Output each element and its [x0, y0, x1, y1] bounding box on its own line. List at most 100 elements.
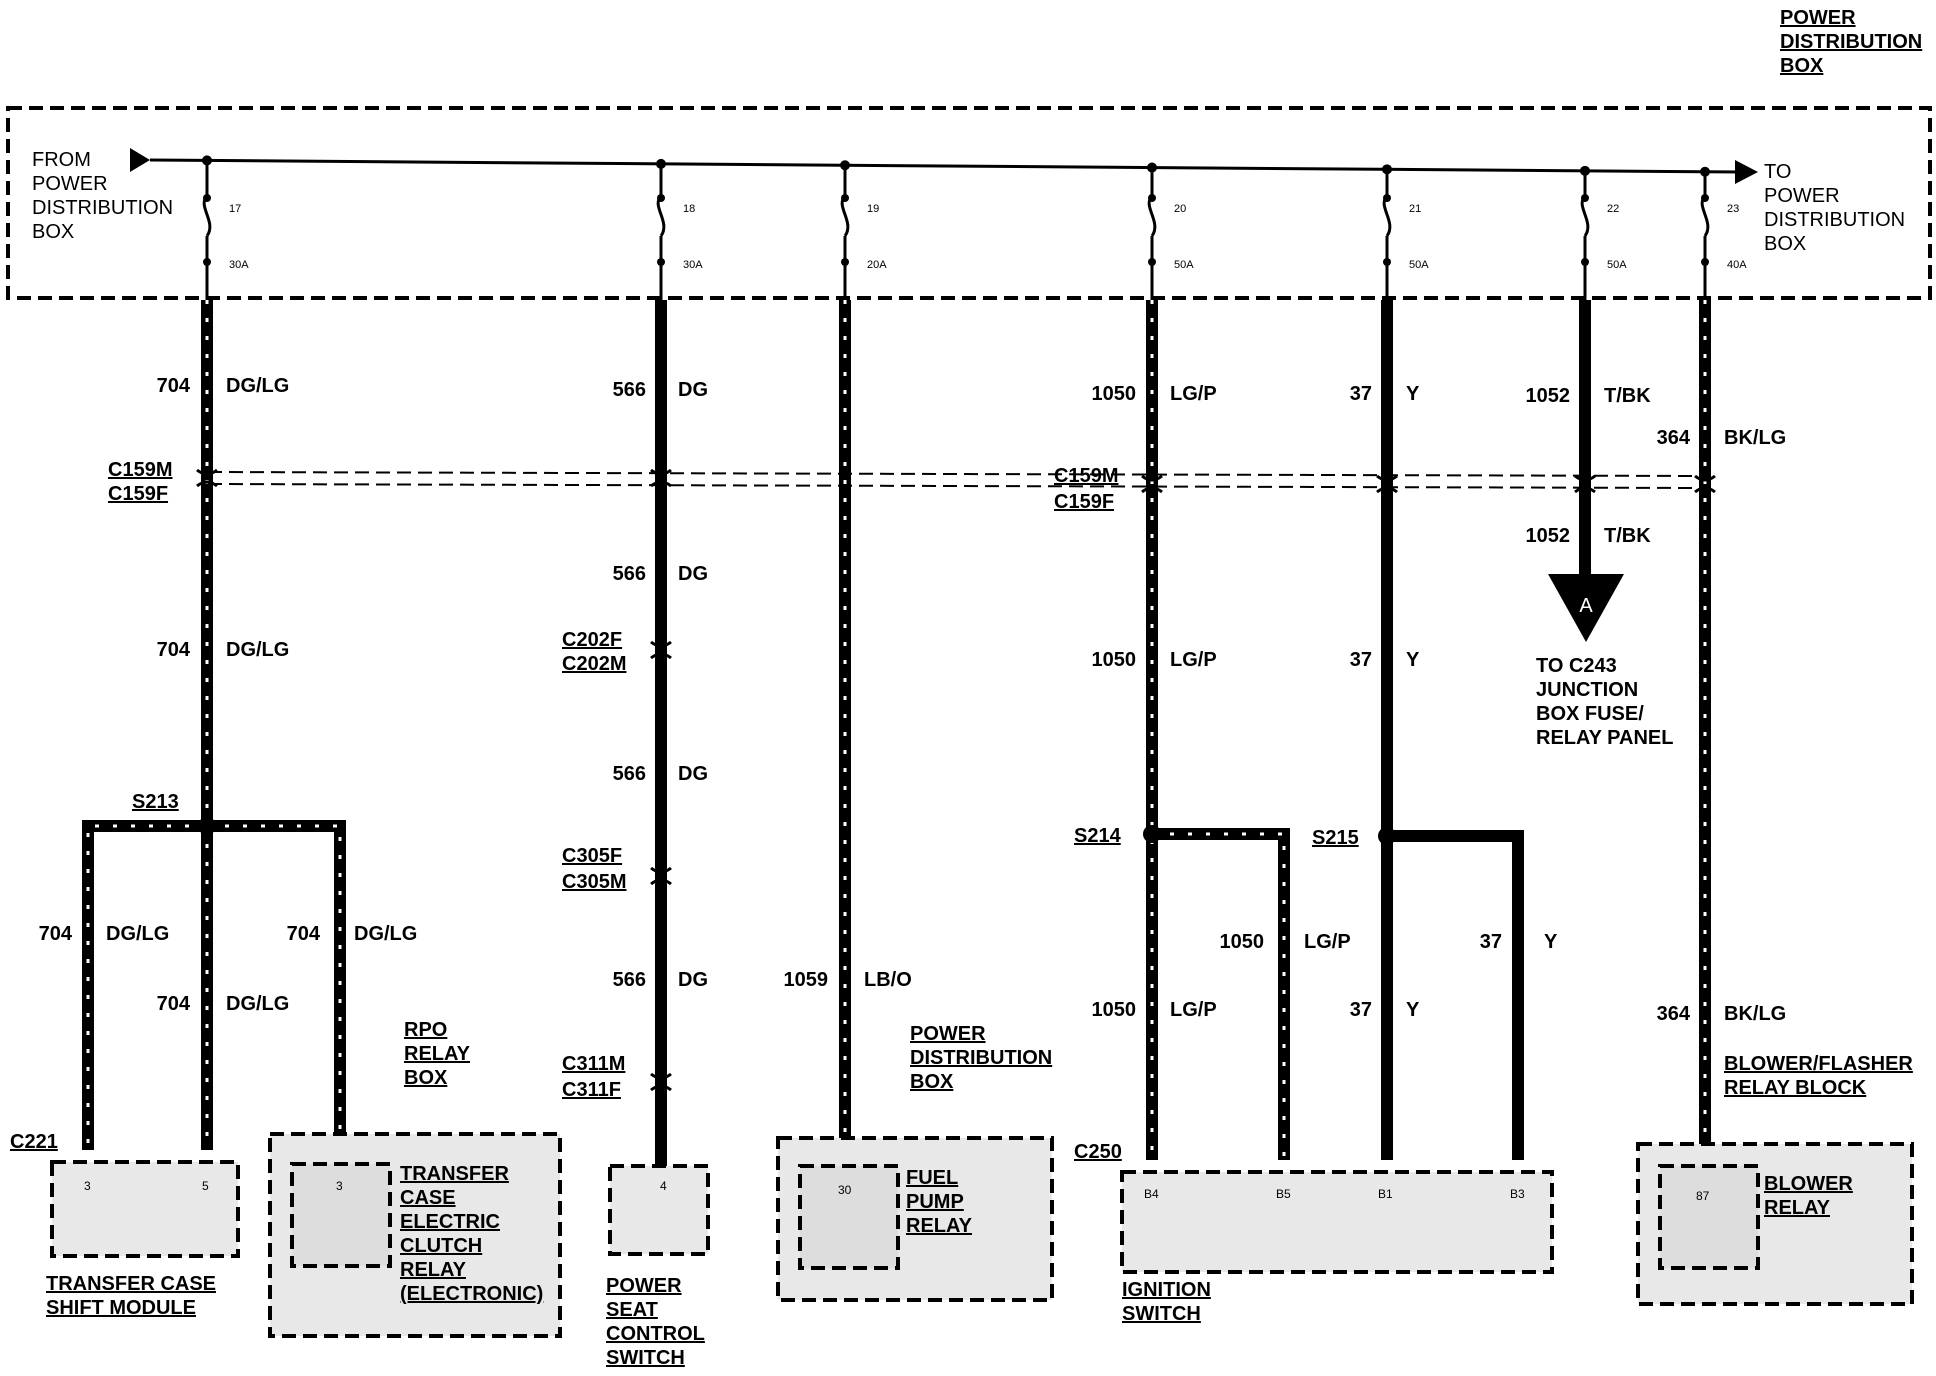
to-c243-label: BOX FUSE/	[1536, 703, 1644, 725]
connector-mark-icon	[196, 468, 218, 476]
fuse-number: 17	[229, 203, 241, 215]
fuse-terminal-icon	[657, 258, 665, 266]
pscs-name: CONTROL	[606, 1323, 705, 1345]
fuse-number: 21	[1409, 203, 1421, 215]
rpo-box-label: RELAY	[404, 1043, 471, 1065]
splice-label: S214	[1074, 825, 1122, 847]
to-label: TO POWER DISTRIBUTION BOX	[1764, 161, 1905, 255]
pdb-title-line: POWER	[1780, 7, 1856, 29]
circuit-number: 566	[613, 563, 646, 585]
circuit-color: Y	[1406, 999, 1420, 1021]
blower-name: BLOWER	[1764, 1173, 1853, 1195]
circuit-number: 566	[613, 763, 646, 785]
to-label-line: POWER	[1764, 185, 1840, 207]
circuit-color: DG/LG	[226, 639, 289, 661]
pdb-label: BOX	[910, 1071, 954, 1093]
to-label-line: TO	[1764, 161, 1791, 183]
fuse-terminal-icon	[657, 194, 665, 202]
circuit-number: 1052	[1526, 525, 1571, 547]
pin-label: B4	[1144, 1187, 1159, 1201]
blower-name: RELAY	[1764, 1197, 1831, 1219]
tcecr-name: ELECTRIC	[400, 1211, 500, 1233]
circuit-color: DG	[678, 969, 708, 991]
circuit-number: 704	[157, 639, 191, 661]
wire-704-right	[207, 820, 346, 1164]
circuit-color: LG/P	[1304, 931, 1351, 953]
from-label: FROM POWER DISTRIBUTION BOX	[32, 149, 173, 243]
circuit-number: 37	[1480, 931, 1502, 953]
pdb-enclosure	[6, 106, 1932, 300]
circuit-color: DG	[678, 563, 708, 585]
wire-37-branch	[1387, 830, 1524, 1160]
circuit-color: T/BK	[1604, 385, 1651, 407]
circuit-color: Y	[1406, 649, 1420, 671]
arrow-a-icon	[1548, 574, 1624, 642]
fuse-rating: 40A	[1727, 259, 1747, 271]
connector-mark-icon	[1694, 474, 1716, 482]
rpo-box-label: BOX	[404, 1067, 448, 1089]
circuit-number: 1050	[1092, 999, 1137, 1021]
fuse-rating: 20A	[867, 259, 887, 271]
splice-label: S213	[132, 791, 179, 813]
power-seat-switch-box	[608, 1164, 710, 1256]
circuit-number: 1050	[1092, 649, 1137, 671]
circuit-number: 364	[1657, 427, 1691, 449]
connector-label: C311M	[562, 1053, 625, 1075]
fuse-rating: 30A	[229, 259, 249, 271]
connector-mark-icon	[1141, 486, 1163, 494]
fuse-layer	[202, 155, 1710, 300]
connector-mark-icon	[650, 1072, 672, 1080]
connector-label: C311F	[562, 1079, 621, 1101]
circuit-number: 37	[1350, 649, 1372, 671]
wire-layer	[82, 300, 1711, 1166]
pin-label: B3	[1510, 1187, 1525, 1201]
fpr-name: RELAY	[906, 1215, 973, 1237]
circuit-color: DG/LG	[106, 923, 169, 945]
wire-1050-branch	[1152, 828, 1290, 1160]
from-arrow-icon	[130, 148, 150, 172]
connector-label: C250	[1074, 1141, 1122, 1163]
fuse-rating: 50A	[1607, 259, 1627, 271]
connector-label: C305M	[562, 871, 626, 893]
fpr-name: FUEL	[906, 1167, 958, 1189]
connector-mark-icon	[650, 640, 672, 648]
circuit-number: 1059	[784, 969, 829, 991]
connector-mark-icon	[650, 480, 672, 488]
pscs-name: SWITCH	[606, 1347, 685, 1369]
circuit-number: 1050	[1092, 383, 1137, 405]
circuit-color: BK/LG	[1724, 427, 1786, 449]
tcecr-name: RELAY	[400, 1259, 467, 1281]
connector-label: C159M	[1054, 465, 1118, 487]
tcecr-name: CASE	[400, 1187, 456, 1209]
rpo-box-label: RPO	[404, 1019, 447, 1041]
circuit-color: DG/LG	[226, 375, 289, 397]
fuse-number: 19	[867, 203, 879, 215]
pin-label: 3	[336, 1179, 343, 1193]
to-c243-label: JUNCTION	[1536, 679, 1638, 701]
pin-label: 5	[202, 1179, 209, 1193]
c159-shell-bottom	[207, 483, 1701, 489]
fpr-name: PUMP	[906, 1191, 964, 1213]
tcsm-name: SHIFT MODULE	[46, 1297, 196, 1319]
from-label-line: FROM	[32, 149, 91, 171]
fuse-terminal-icon	[1701, 194, 1709, 202]
power-bus	[149, 158, 1741, 174]
pscs-name: POWER	[606, 1275, 682, 1297]
fuse-terminal-icon	[841, 194, 849, 202]
ign-name: IGNITION	[1122, 1279, 1211, 1301]
connector-mark-icon	[1141, 474, 1163, 482]
fuse-rating: 30A	[683, 259, 703, 271]
pdb-title-line: DISTRIBUTION	[1780, 31, 1922, 53]
fuse-rating: 50A	[1174, 259, 1194, 271]
fuse-rating: 50A	[1409, 259, 1429, 271]
circuit-color: DG	[678, 763, 708, 785]
pdb-title-line: BOX	[1780, 55, 1824, 77]
to-arrow-icon	[1735, 160, 1758, 184]
splice-s214-icon	[1143, 825, 1161, 843]
splice-label: S215	[1312, 827, 1359, 849]
circuit-color: Y	[1544, 931, 1558, 953]
circuit-color: T/BK	[1604, 525, 1651, 547]
connector-mark-icon	[1574, 474, 1596, 482]
blower-block-label: BLOWER/FLASHER	[1724, 1053, 1913, 1075]
